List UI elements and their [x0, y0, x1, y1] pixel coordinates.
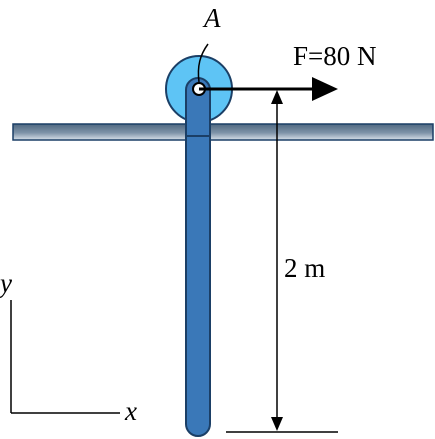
- dimension-arrowhead-bottom: [271, 417, 283, 431]
- axis-y-label: y: [0, 268, 12, 298]
- point-a-leader: [197, 43, 209, 83]
- ground-surface: [12, 123, 434, 141]
- dimension-label-backdrop: [282, 251, 338, 285]
- length-label: 2 m: [284, 253, 325, 283]
- dimension-arrowhead-top: [271, 90, 283, 104]
- axis-x-label: x: [124, 396, 137, 426]
- force-label: F=80 N: [293, 41, 377, 71]
- point-a-label: A: [202, 3, 221, 33]
- force-arrowhead: [312, 77, 338, 101]
